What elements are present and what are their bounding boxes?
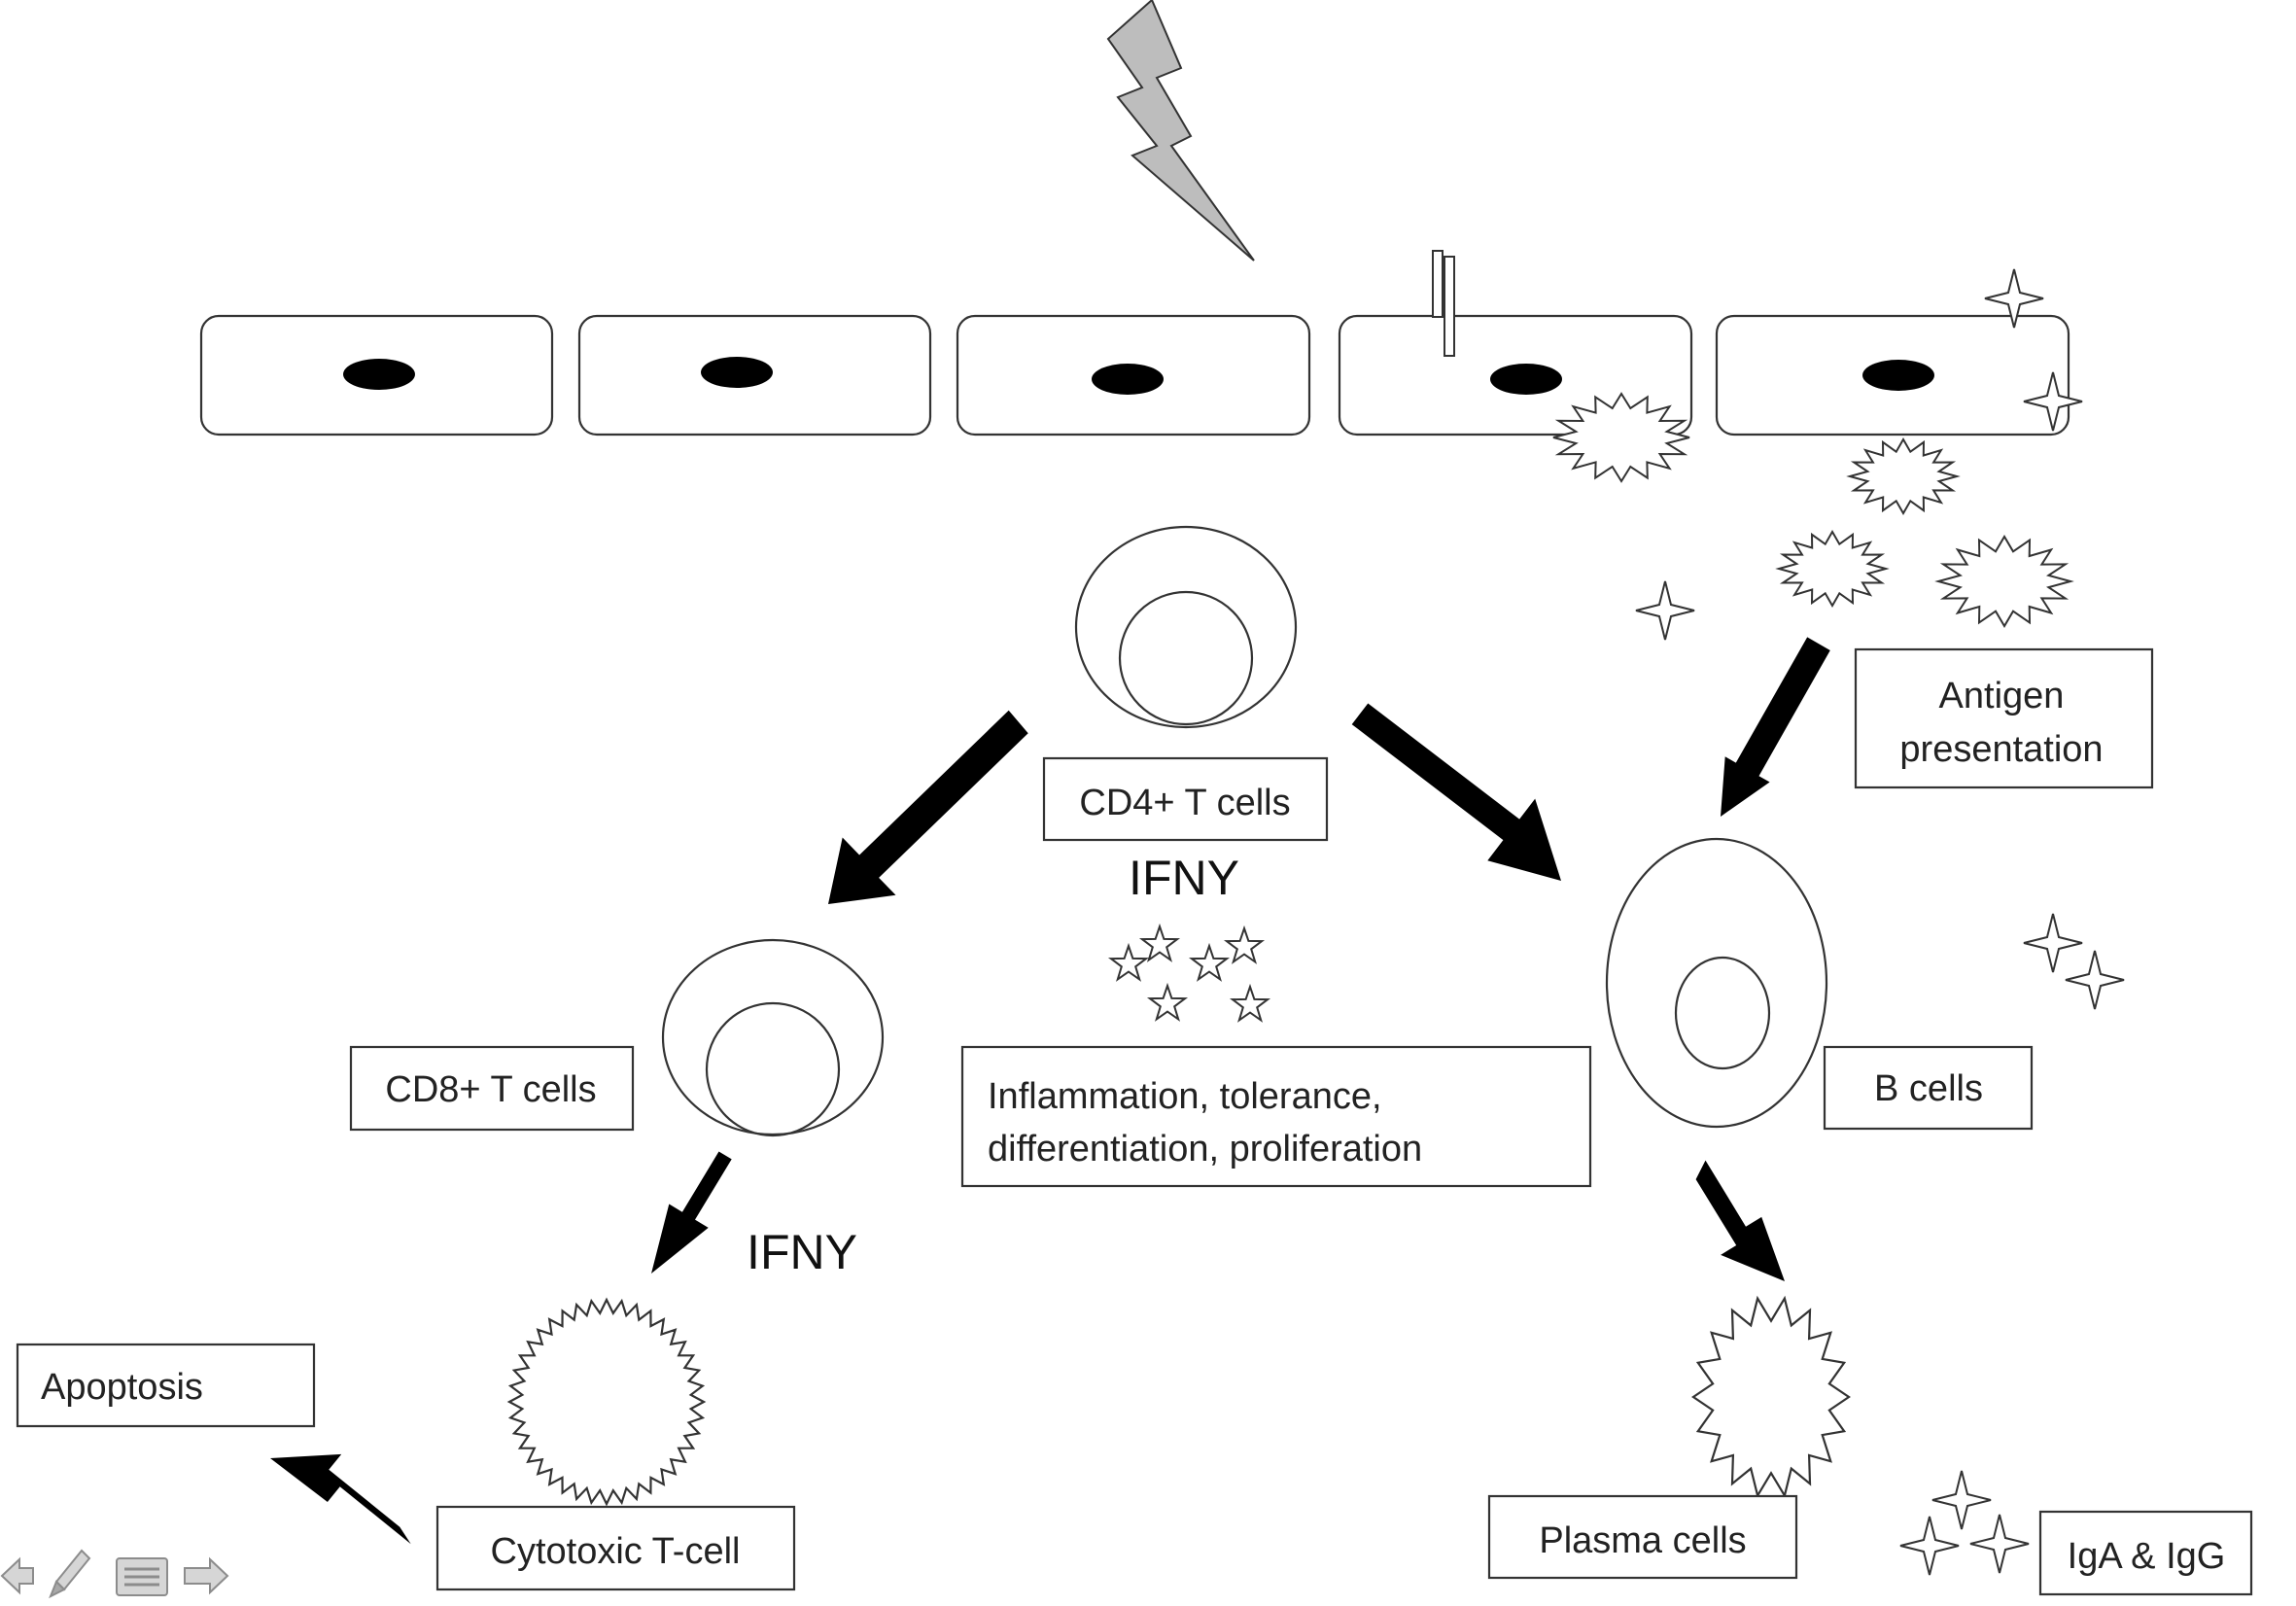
text-label-group: CD4+ T cells CD8+ T cells B cells Antige… [41,676,2225,1577]
five-point-star-icon [1109,945,1148,981]
arrow-group [270,637,1830,1545]
slide-controls [0,1549,229,1599]
arrow-cd8-to-cytotoxic [651,1151,732,1274]
four-point-star-icon [1635,580,1695,641]
four-point-star-icon [1931,1470,1992,1530]
cell-nucleus [1092,364,1164,395]
ifny-center-label: IFNY [1129,851,1239,905]
antigen-label-line1: Antigen [1939,676,2065,716]
arrow-b-to-plasma [1695,1160,1785,1281]
epithelial-layer [199,314,2070,436]
five-point-star-icon [1225,927,1264,963]
four-point-star-icon [1969,1514,2030,1574]
cd8-t-cell [661,938,885,1137]
cd4-t-cell [1074,525,1298,729]
previous-slide-icon[interactable] [0,1556,34,1595]
arrow-antigen-to-b-cell [1721,637,1830,817]
five-point-star-icon [1190,945,1229,981]
four-point-star-icon [2023,913,2083,973]
antigen-label-box [1854,647,2154,789]
antigen-cluster [1552,392,2074,628]
five-point-star-icon [1148,985,1187,1021]
spiky-antigen-icon [1552,392,1690,483]
arrow-cd4-to-cd8 [828,710,1028,904]
lightning-bolt-icon [1106,0,1255,262]
menu-icon[interactable] [116,1557,168,1596]
five-point-star-icon [1231,986,1270,1022]
pen-icon[interactable] [49,1549,91,1599]
inflammation-label-line1: Inflammation, tolerance, [988,1076,1382,1117]
spiky-antigen-icon [1846,436,1961,516]
iga-igg-label-box [2038,1510,2253,1596]
plasma-label-box [1487,1494,1798,1580]
ifny-left-label: IFNY [747,1225,857,1279]
cd4-label-box [1042,756,1329,842]
cytokine-star-group [1109,925,1270,1022]
plasma-cell-shape [1691,1295,1851,1499]
cd8-label: CD8+ T cells [385,1069,596,1110]
cytotoxic-label: Cytotoxic T-cell [491,1531,741,1572]
plasma-label: Plasma cells [1539,1520,1746,1561]
apoptosis-label-box [16,1343,316,1428]
cd4-label: CD4+ T cells [1079,783,1290,823]
iga-igg-label: IgA & IgG [2068,1536,2226,1577]
cell-nucleus [701,357,773,388]
cytotoxic-label-box [435,1505,796,1591]
next-slide-icon[interactable] [184,1556,229,1595]
four-point-star-icon [1899,1516,1960,1576]
b-cells-label-box [1823,1045,2034,1131]
cell-nucleus [1862,360,1934,391]
five-point-star-icon [1140,925,1179,961]
cell-nucleus [1490,364,1562,395]
inflammation-label-line2: differentiation, proliferation [988,1129,1422,1170]
spiky-antigen-icon [1934,535,2074,628]
b-cells-label: B cells [1874,1068,1983,1109]
label-box-group [16,647,2253,1596]
receptor-icon [1432,250,1455,357]
cytotoxic-t-cell-shape [506,1297,707,1507]
b-cell [1605,837,1828,1129]
antigen-label-line2: presentation [1899,729,2103,770]
inflammation-label-box [960,1045,1592,1188]
cell-nucleus [343,359,415,390]
four-point-star-icon [2065,950,2125,1010]
spiky-antigen-icon [1775,529,1890,609]
apoptosis-label: Apoptosis [41,1367,203,1408]
arrow-cytotoxic-to-apoptosis [270,1453,411,1545]
cd8-label-box [349,1045,635,1132]
arrow-cd4-to-b-cell [1351,703,1561,881]
